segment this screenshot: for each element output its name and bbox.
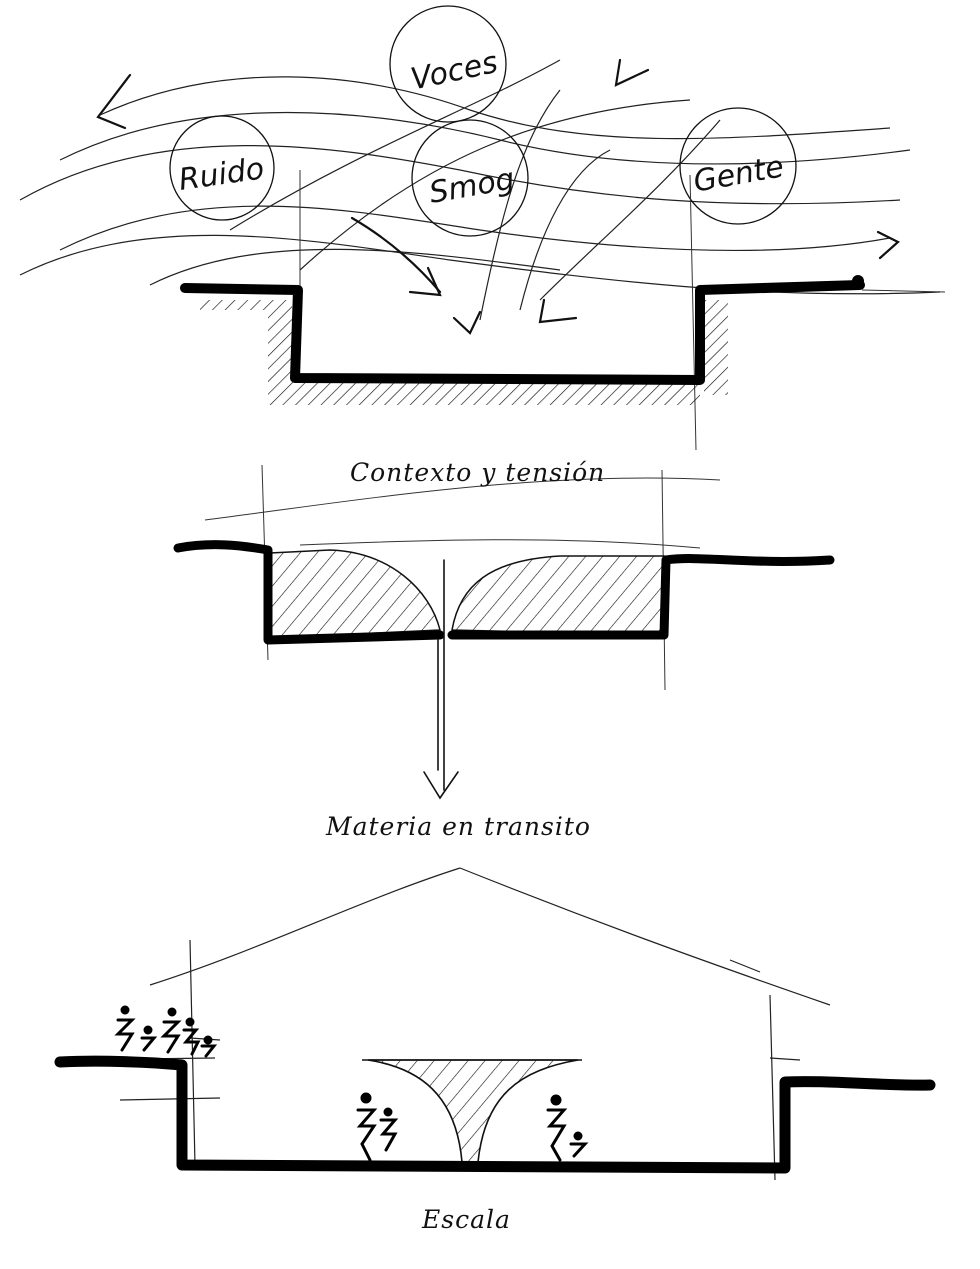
label-circles (169, 5, 797, 237)
panel-context-tension: Voces Ruido Smog Gente (19, 5, 946, 451)
label-ruido: Ruido (177, 151, 267, 198)
panel-matter-transit (173, 464, 835, 800)
arrow-head-diagonal (614, 58, 650, 87)
arrow-head-down (408, 266, 442, 297)
figure-group-upper-left (114, 1005, 218, 1058)
caption-context-tension: Contexto y tensión (350, 458, 606, 487)
label-gente: Gente (691, 149, 787, 199)
matter-volume-right (451, 555, 665, 636)
caption-matter-transit: Materia en transito (326, 812, 591, 841)
arrow-head-center-1 (452, 310, 482, 335)
transit-arrow (423, 559, 459, 800)
arrow-head-left (96, 73, 132, 130)
central-column (367, 1059, 579, 1163)
section-profile-1 (180, 275, 946, 405)
section-profile-2 (173, 540, 835, 645)
arrow-heads (96, 58, 900, 335)
circle-ruido (169, 115, 275, 221)
arrow-head-center-2 (538, 298, 578, 324)
human-figures (114, 1005, 589, 1162)
circle-gente (679, 107, 797, 225)
figure-group-center-left (356, 1092, 399, 1162)
caption-scale: Escala (422, 1205, 511, 1234)
circle-smog (411, 119, 529, 237)
circle-voces (389, 5, 507, 123)
section-profile-3 (54, 1055, 936, 1174)
figure-group-center-right (546, 1094, 589, 1162)
label-voces: Voces (408, 45, 501, 97)
arrow-head-right (876, 230, 900, 260)
matter-volume-left (269, 549, 441, 639)
panel-scale (54, 867, 936, 1181)
